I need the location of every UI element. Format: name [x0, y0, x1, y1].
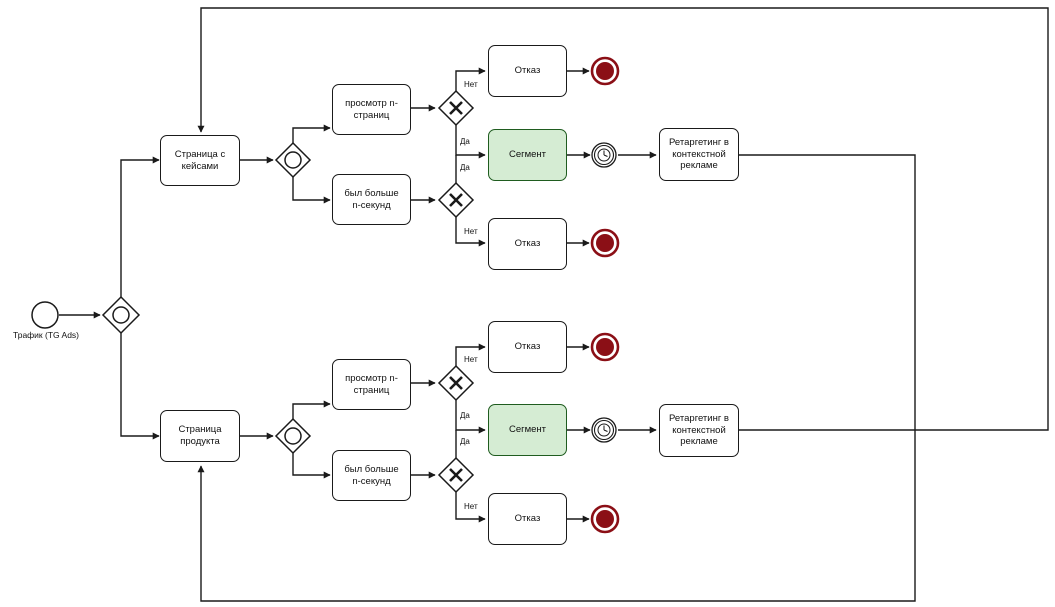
event-based-gateway-icon[interactable]: [274, 417, 312, 455]
exclusive-gateway-icon[interactable]: [437, 456, 475, 494]
end-event-icon[interactable]: [590, 56, 620, 86]
task-reject[interactable]: Отказ: [488, 45, 567, 97]
flow-bottom-gateway-views: [292, 400, 331, 419]
timer-event-icon[interactable]: [591, 142, 617, 168]
flow-top-gateway-views: [292, 124, 331, 143]
flow-label-yes: Да: [460, 137, 470, 146]
flow-label-no: Нет: [464, 502, 478, 511]
flow-top-retarget-loop: [197, 154, 916, 602]
task-segment[interactable]: Сегмент: [488, 129, 567, 181]
event-based-gateway-icon[interactable]: [274, 141, 312, 179]
timer-event-icon[interactable]: [591, 417, 617, 443]
flow-label-no: Нет: [464, 355, 478, 364]
flow-label-no: Нет: [464, 227, 478, 236]
end-event-icon[interactable]: [590, 228, 620, 258]
start-event-label: Трафик (TG Ads): [13, 330, 79, 340]
task-time-n-seconds[interactable]: был больше n-секунд: [332, 450, 411, 501]
task-segment[interactable]: Сегмент: [488, 404, 567, 456]
flow-main-gateway-top: [120, 156, 160, 297]
event-based-gateway-icon[interactable]: [101, 295, 141, 335]
task-reject[interactable]: Отказ: [488, 218, 567, 270]
flow-label-yes: Да: [460, 163, 470, 172]
task-time-n-seconds[interactable]: был больше n-секунд: [332, 174, 411, 225]
task-views-n-pages[interactable]: просмотр n-страниц: [332, 359, 411, 410]
flow-bottom-x2-reject: [455, 492, 486, 523]
start-event-icon[interactable]: [31, 301, 59, 329]
flow-bottom-retarget-loop: [197, 7, 1049, 431]
flow-main-gateway-bottom: [120, 333, 160, 440]
task-reject[interactable]: Отказ: [488, 493, 567, 545]
task-views-n-pages[interactable]: просмотр n-страниц: [332, 84, 411, 135]
task-retargeting[interactable]: Ретаргетинг в контекстной рекламе: [659, 404, 739, 457]
flow-bottom-gateway-time: [292, 453, 331, 479]
flow-bottom-x1-reject: [455, 343, 486, 366]
flow-top-x2-reject: [455, 217, 486, 247]
flow-label-yes: Да: [460, 411, 470, 420]
flow-label-yes: Да: [460, 437, 470, 446]
task-cases-page[interactable]: Страница с кейсами: [160, 135, 240, 186]
end-event-icon[interactable]: [590, 332, 620, 362]
exclusive-gateway-icon[interactable]: [437, 181, 475, 219]
task-product-page[interactable]: Страница продукта: [160, 410, 240, 462]
flow-top-x1-reject: [455, 67, 486, 91]
end-event-icon[interactable]: [590, 504, 620, 534]
task-reject[interactable]: Отказ: [488, 321, 567, 373]
exclusive-gateway-icon[interactable]: [437, 89, 475, 127]
flow-label-no: Нет: [464, 80, 478, 89]
flow-top-gateway-time: [292, 177, 331, 204]
exclusive-gateway-icon[interactable]: [437, 364, 475, 402]
task-retargeting[interactable]: Ретаргетинг в контекстной рекламе: [659, 128, 739, 181]
